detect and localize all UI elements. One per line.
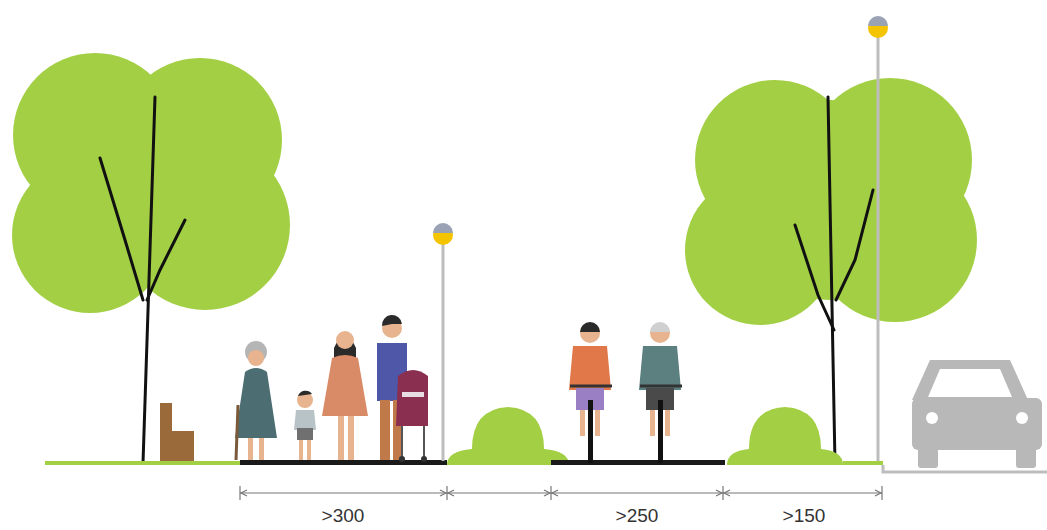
tree-trunk	[795, 97, 873, 463]
dimension-label: >300	[319, 506, 368, 527]
pedestrian	[294, 391, 316, 460]
cyclist	[639, 322, 682, 463]
lamp-pole	[877, 36, 880, 461]
stroller	[396, 370, 428, 462]
bush	[727, 407, 843, 465]
footpath	[240, 460, 447, 465]
pedestrian	[322, 331, 368, 460]
pedestrian	[235, 341, 277, 460]
verge	[843, 461, 883, 465]
lamp-pole	[442, 242, 445, 461]
tree-trunk	[100, 97, 185, 463]
dimension-label: >150	[780, 506, 829, 527]
dimension-line	[240, 486, 882, 500]
cyclist	[569, 322, 612, 463]
car	[912, 360, 1042, 468]
dimension-label: >250	[613, 506, 662, 527]
verge	[45, 461, 240, 465]
bush	[447, 407, 569, 465]
cycle-path	[551, 460, 725, 465]
bench	[160, 403, 194, 463]
